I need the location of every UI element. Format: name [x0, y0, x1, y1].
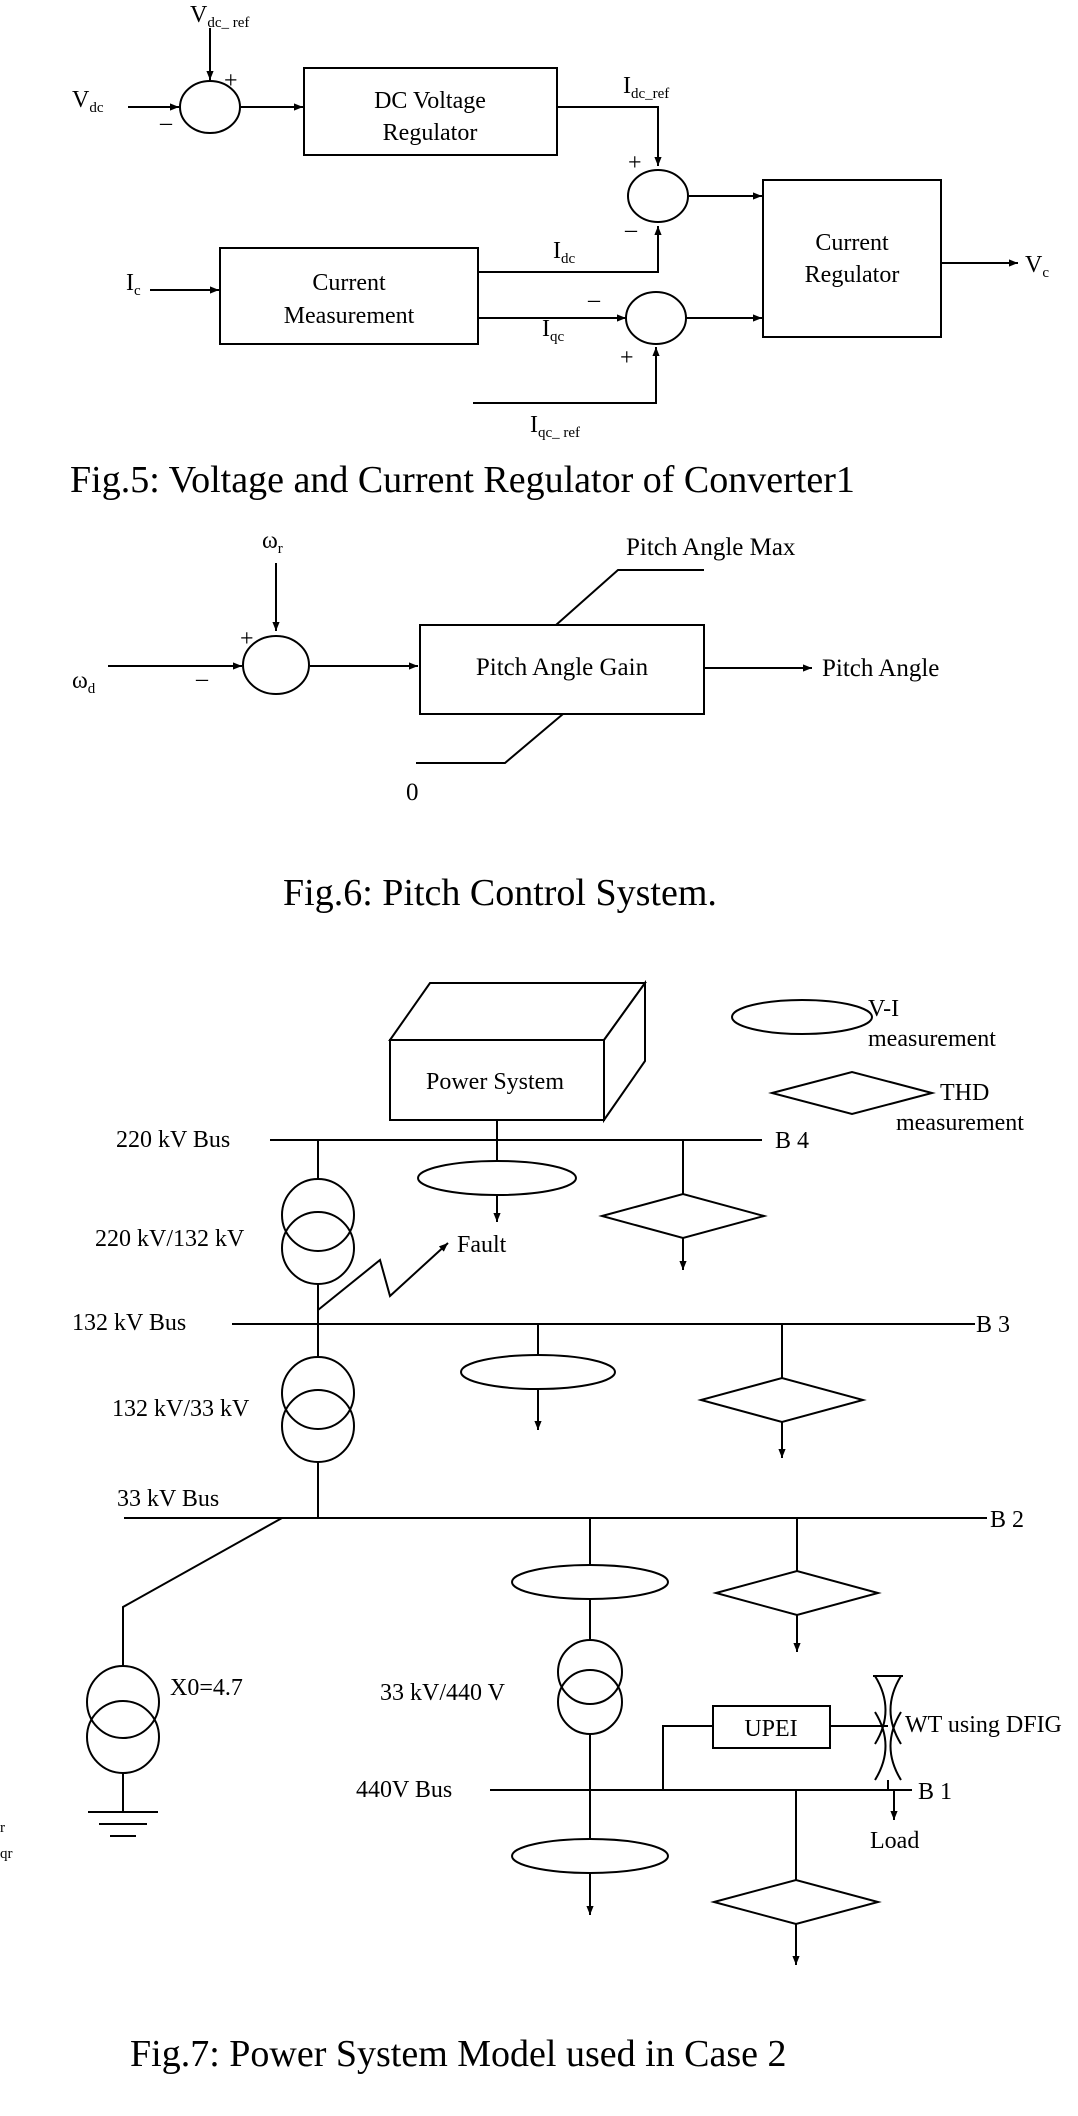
fig7-bus-b1-label: B 1 [918, 1779, 952, 1805]
fig7-wt-label: WT using DFIG [905, 1712, 1062, 1738]
fig7-legend-thd-2: measurement [896, 1110, 1024, 1136]
fig5-label-iqc-ref: Iqc_ ref [530, 412, 580, 441]
fig7-legend-vi-1: V-I [868, 996, 899, 1022]
fig7-t3-label: 33 kV/440 V [380, 1680, 506, 1706]
fig5-label-idc: Idc [553, 238, 576, 267]
fig5-cr-line2: Regulator [805, 262, 900, 288]
fig7-load-label: Load [870, 1828, 919, 1854]
fig6-sign-minus: – [195, 666, 209, 692]
fig7-vi-b4 [417, 1160, 577, 1196]
fig6-label-min: 0 [406, 779, 419, 806]
fig5-sign-minus-2: – [624, 217, 638, 243]
fig7-t1-coil-a [281, 1178, 355, 1252]
fig6-max-limit-line [555, 569, 704, 626]
fig7-wt-coil-right-top [889, 1675, 902, 1745]
fig7-fault-label: Fault [457, 1232, 507, 1258]
fig7-legend-vi-2: measurement [868, 1026, 996, 1052]
fig7-power-system-label: Power System [426, 1069, 564, 1095]
fig7-vi-b3 [460, 1354, 616, 1390]
fig5-summer-vdc [179, 80, 241, 134]
fig6-label-output: Pitch Angle [822, 655, 939, 682]
edge-fragment-b: qr [0, 1846, 13, 1862]
fig7-t2-coil-a [281, 1356, 355, 1430]
fig7-power-system-model: Power System V-I measurement THD measure… [72, 979, 1062, 1965]
fig5-cm-line1: Current [312, 270, 386, 296]
fig6-sign-plus: + [240, 626, 254, 652]
fig7-bus-b3-label: B 3 [976, 1312, 1010, 1338]
fig5-caption: Fig.5: Voltage and Current Regulator of … [70, 459, 855, 501]
fig7-wt-coil-left-top [874, 1675, 887, 1745]
fig5-idcref-line [557, 106, 662, 166]
fig5-summer-iqc [625, 291, 687, 345]
fig7-legend-thd-1: THD [940, 1080, 989, 1106]
fig7-upei-label: UPEI [744, 1716, 797, 1742]
fig5-sign-plus-1: + [224, 68, 238, 94]
fig5-sign-minus-3: – [587, 287, 601, 313]
fig6-block-diagram: ωr + – ωd Pitch Angle Gain Pitch Angle M… [72, 528, 939, 806]
fig7-thd-b4 [598, 1192, 768, 1240]
fig5-sign-minus-1: – [159, 110, 173, 136]
fig5-block-diagram: + – Vdc_ ref Vdc DC Voltage Regulator Id… [72, 2, 1049, 441]
fig5-cm-line2: Measurement [284, 303, 415, 329]
fig5-dcvr-line2: Regulator [383, 120, 478, 146]
fig5-sign-plus-3: + [620, 345, 634, 371]
fig5-iqcref-line [473, 347, 660, 404]
fig7-vi-b2 [511, 1564, 669, 1600]
fig7-bus-132-label: 132 kV Bus [72, 1310, 186, 1336]
fig7-bus-440-label: 440V Bus [356, 1777, 452, 1803]
fig5-label-iqc: Iqc [542, 316, 565, 345]
fig7-thd-b1 [710, 1878, 882, 1926]
fig5-label-vc: Vc [1025, 252, 1049, 281]
fig7-bus-220-label: 220 kV Bus [116, 1127, 230, 1153]
edge-fragment-a: r [0, 1820, 5, 1836]
fig6-label-max: Pitch Angle Max [626, 534, 796, 561]
fig6-label-omega-r: ωr [262, 528, 283, 557]
fig5-label-vdc-ref: Vdc_ ref [190, 2, 249, 31]
fig7-bus-b4-label: B 4 [775, 1128, 809, 1154]
fig7-t3-coil-a [557, 1639, 623, 1705]
fig7-thd-b2 [712, 1569, 882, 1617]
fig5-label-idc-ref: Idc_ref [623, 73, 669, 102]
fig5-current-measurement [219, 247, 479, 345]
fig5-dc-voltage-regulator [303, 67, 558, 156]
fig7-caption: Fig.7: Power System Model used in Case 2 [130, 2033, 787, 2075]
fig7-upei-box [712, 1705, 831, 1749]
fig7-upei-feed [662, 1725, 713, 1790]
fig5-dcvr-line1: DC Voltage [374, 88, 486, 114]
fig6-min-limit-line [416, 713, 564, 764]
fig7-power-system-box [389, 1039, 605, 1121]
fig7-t1-label: 220 kV/132 kV [95, 1226, 245, 1252]
fig6-pitch-angle-gain [419, 624, 705, 715]
fig7-legend-thd-icon [768, 1070, 936, 1116]
fig7-bus-33-label: 33 kV Bus [117, 1486, 219, 1512]
fig5-cr-line1: Current [815, 230, 889, 256]
fig5-sign-plus-2: + [628, 150, 642, 176]
fig5-label-ic: Ic [126, 270, 141, 299]
fig7-wt-coil-left-bottom [874, 1711, 887, 1781]
fig7-t2-label: 132 kV/33 kV [112, 1396, 250, 1422]
fig5-current-regulator [762, 179, 942, 338]
fig5-idc-line [478, 226, 662, 273]
fig7-vi-b1 [511, 1838, 669, 1874]
fig7-power-system-top [388, 982, 647, 1041]
fig5-label-vdc: Vdc [72, 87, 104, 116]
fig6-label-omega-d: ωd [72, 668, 96, 697]
fig6-summer [242, 635, 310, 695]
fig7-bus-b2-label: B 2 [990, 1507, 1024, 1533]
fig7-thd-b3 [697, 1376, 867, 1424]
fig5-summer-idc [627, 169, 689, 223]
fig6-caption: Fig.6: Pitch Control System. [283, 872, 717, 914]
fig6-block-label: Pitch Angle Gain [476, 654, 649, 681]
fig7-t4-label: X0=4.7 [170, 1675, 243, 1701]
fig7-fault-line [317, 1242, 449, 1311]
fig7-t4-feed [122, 1517, 283, 1680]
fig7-wt-coil-right-bottom [889, 1711, 902, 1781]
fig7-legend-vi-icon [731, 999, 873, 1035]
